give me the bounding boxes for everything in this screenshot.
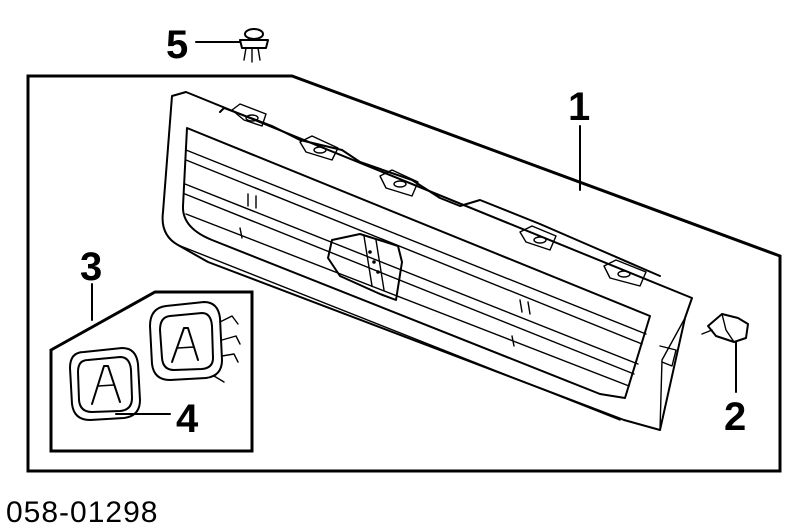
center-emblem-mount bbox=[327, 233, 403, 301]
grille-clip bbox=[701, 313, 749, 343]
callout-1: 1 bbox=[568, 85, 590, 129]
callout-3: 3 bbox=[80, 245, 102, 289]
front-grille bbox=[161, 91, 693, 431]
emblem-base bbox=[149, 301, 241, 383]
callout-5: 5 bbox=[166, 23, 188, 67]
diagram-number: 058-01298 bbox=[6, 496, 158, 529]
emblem-front bbox=[69, 347, 141, 421]
assembly-frame bbox=[26, 74, 782, 473]
mounting-tab bbox=[231, 103, 267, 127]
fastener-clip bbox=[239, 28, 269, 63]
callout-4: 4 bbox=[176, 397, 199, 441]
callout-2: 2 bbox=[724, 395, 746, 439]
emblem-subframe bbox=[49, 290, 254, 453]
mounting-tab bbox=[299, 135, 339, 161]
mounting-tab bbox=[519, 225, 557, 251]
mounting-tab bbox=[603, 259, 647, 287]
mounting-tab bbox=[379, 169, 419, 197]
